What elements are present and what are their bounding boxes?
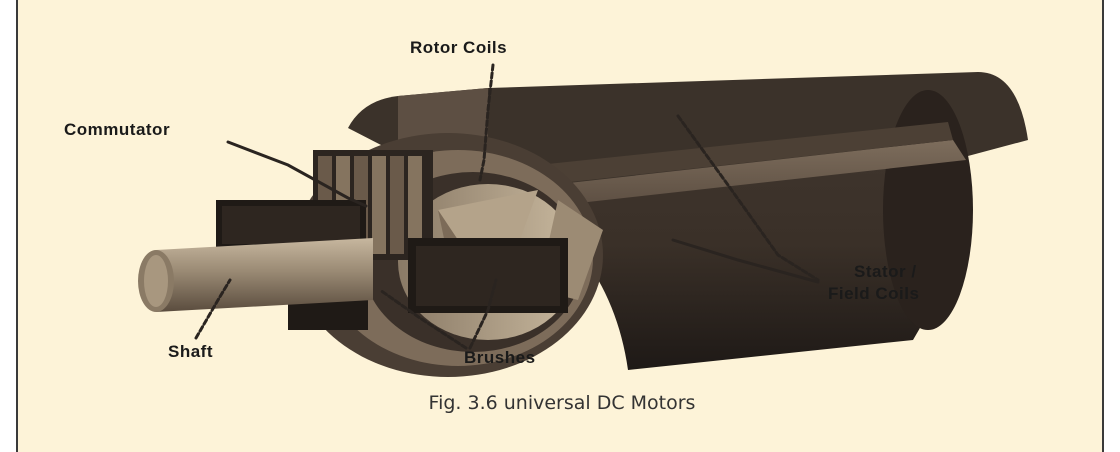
- leader-stator-a: [676, 114, 820, 282]
- leader-shaft: [194, 278, 232, 340]
- label-stator-line2: Field Coils: [828, 284, 920, 303]
- leader-lines: [194, 63, 820, 350]
- label-commutator: Commutator: [64, 120, 171, 139]
- dc-motor-diagram: [138, 63, 1028, 377]
- leader-stator-b: [671, 238, 820, 284]
- leader-brushes-a: [378, 288, 468, 350]
- label-brushes: Brushes: [464, 348, 536, 367]
- label-stator-line1: Stator /: [854, 262, 917, 281]
- label-rotor-coils: Rotor Coils: [410, 38, 508, 57]
- figure-frame: Rotor Coils Commutator Stator / Field Co…: [16, 0, 1104, 452]
- leader-commutator: [226, 140, 368, 208]
- leader-rotor-coils: [478, 63, 495, 182]
- leader-brushes-b: [468, 278, 498, 350]
- label-shaft: Shaft: [168, 342, 213, 361]
- figure-caption: Fig. 3.6 universal DC Motors: [428, 392, 696, 414]
- brushes: [216, 200, 568, 330]
- shaft: [138, 238, 373, 312]
